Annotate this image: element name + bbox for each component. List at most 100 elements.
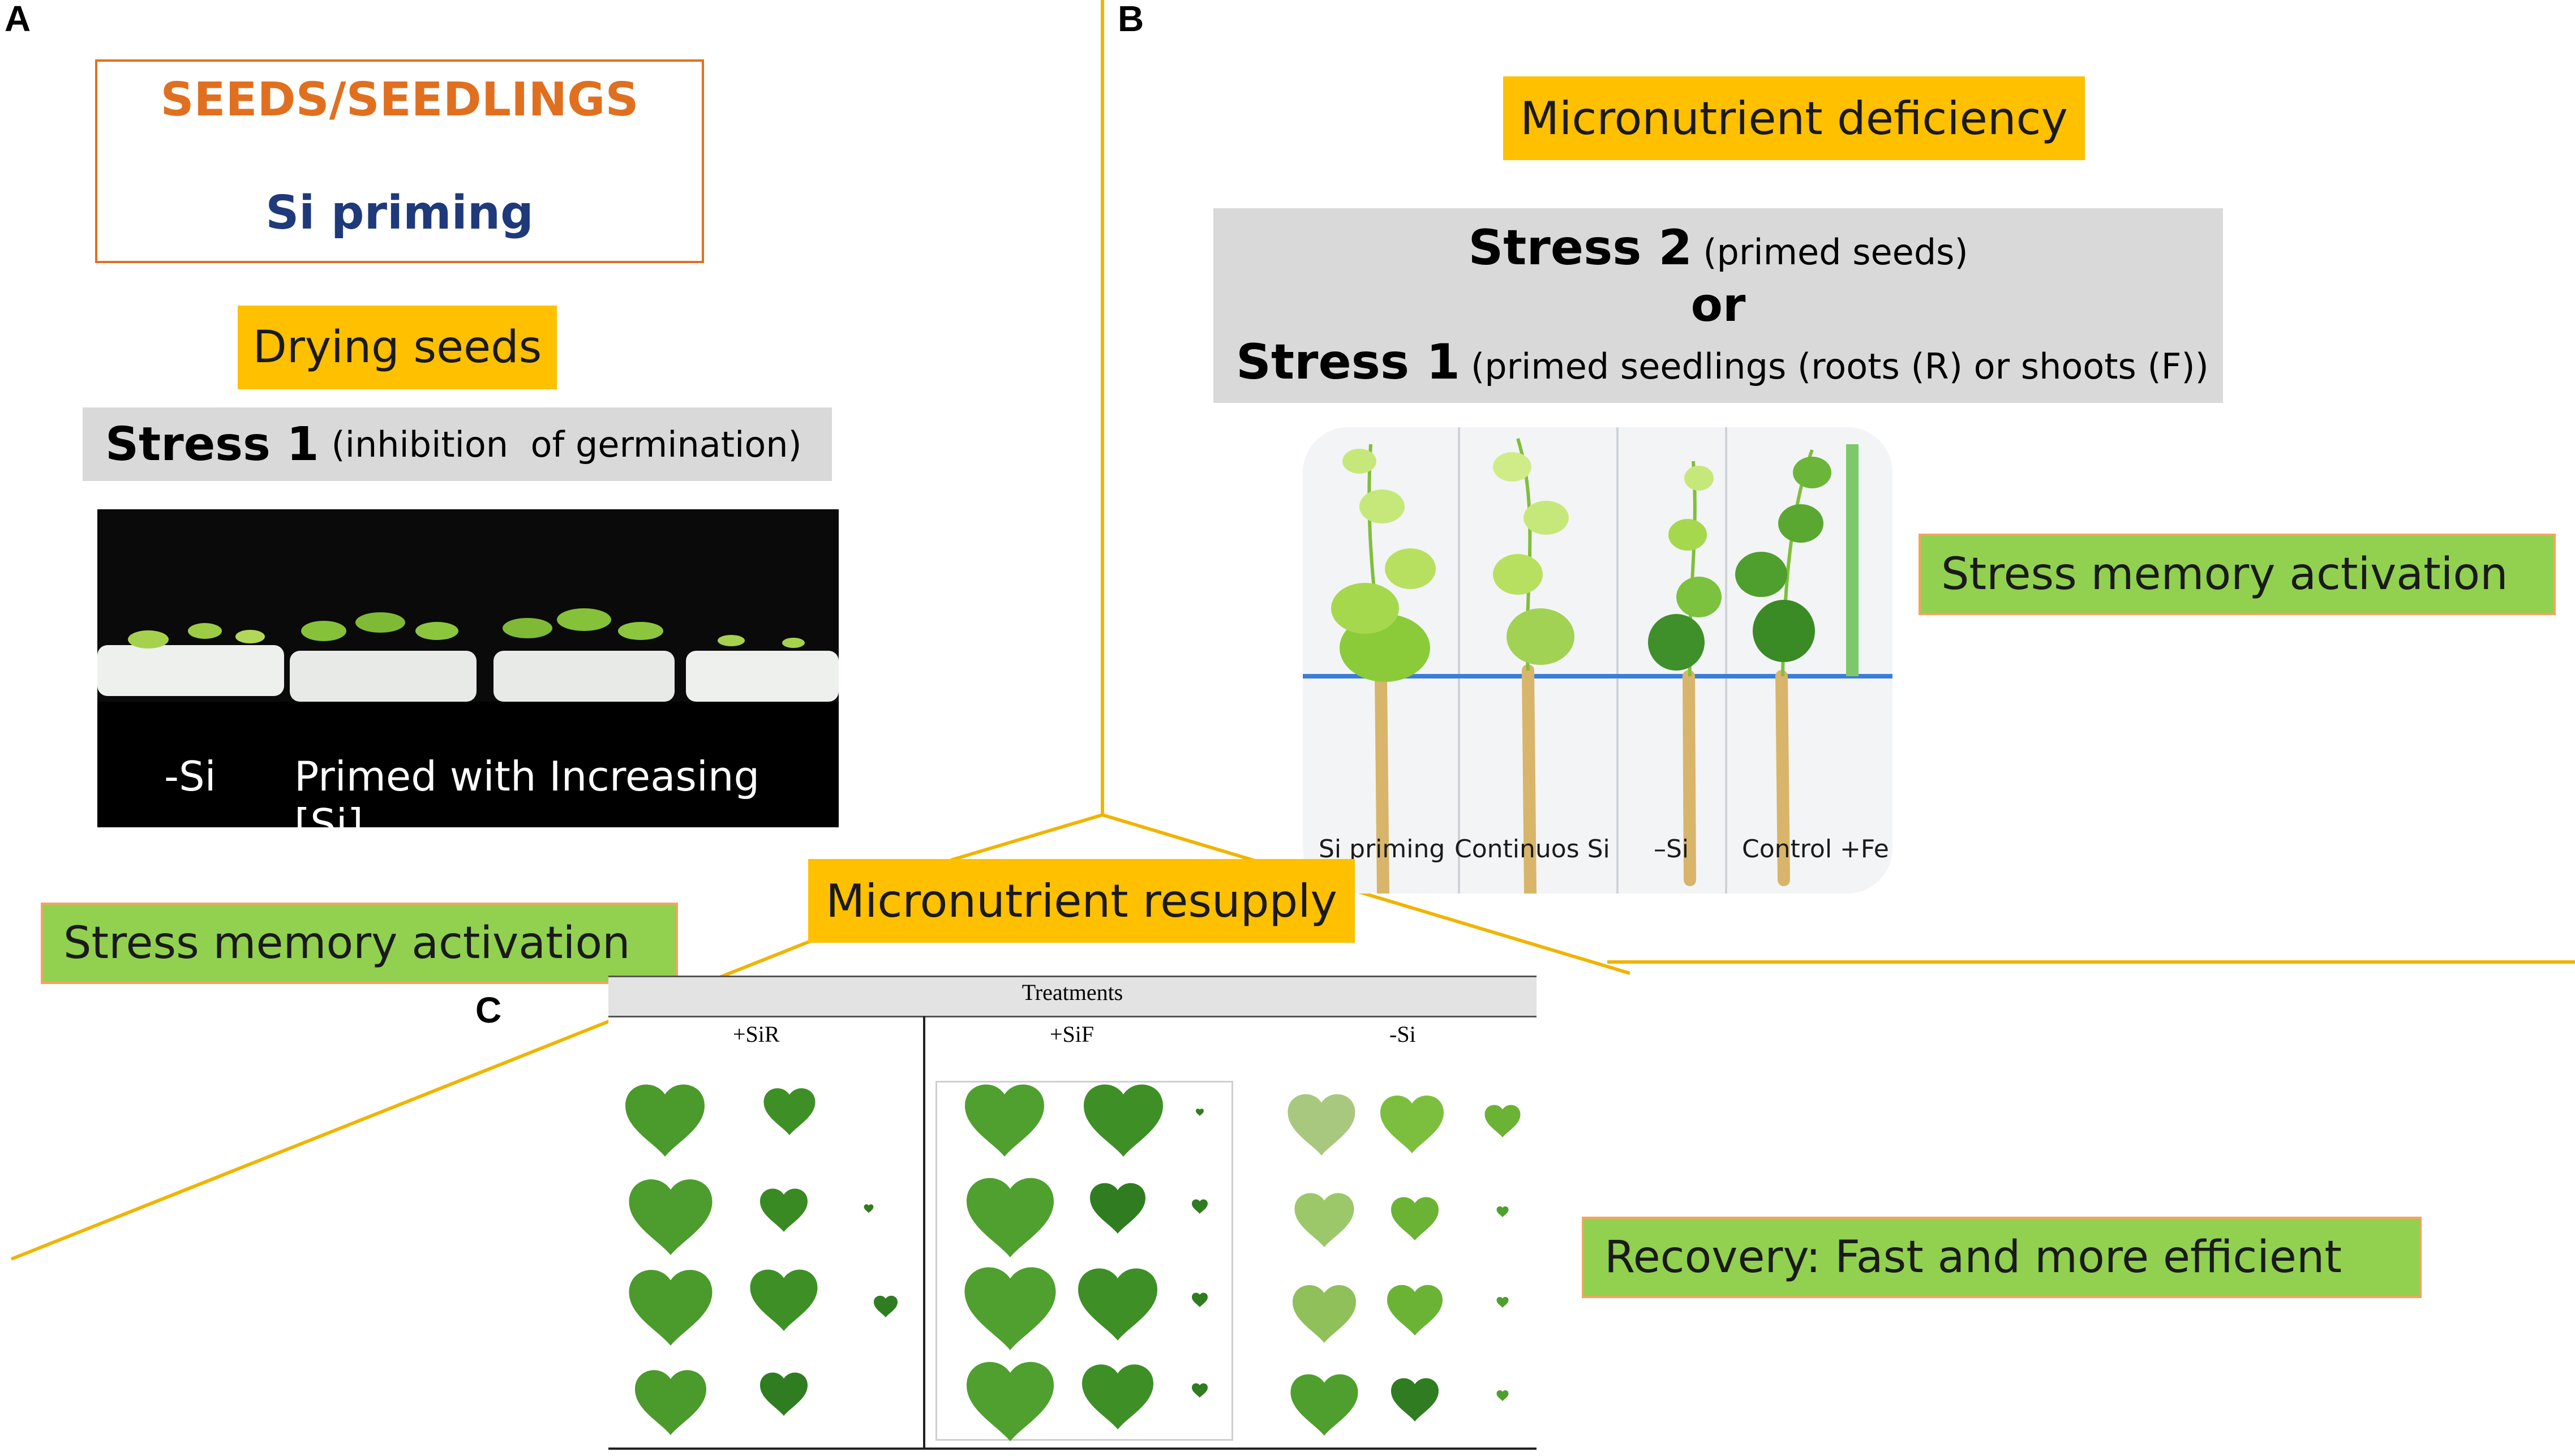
column-header-sif: +SiF — [1050, 1021, 1095, 1047]
seedlings-photo: -Si Primed with Increasing [Si] — [97, 509, 839, 827]
leaf — [635, 1370, 706, 1435]
leaves-grid — [625, 1084, 1521, 1441]
panel-letter-b: B — [1118, 0, 1144, 39]
stress-2-line: Stress 2 (primed seeds) — [1213, 220, 2223, 276]
leaf — [1387, 1285, 1443, 1335]
leaf — [760, 1372, 808, 1416]
root-3 — [1683, 670, 1696, 886]
plants-photo: Si priming Continuos Si –Si Control +Fe — [1303, 427, 1892, 894]
drying-seeds-label: Drying seeds — [252, 322, 542, 373]
plant-leaf — [1753, 600, 1815, 662]
leaf — [1090, 1183, 1145, 1234]
root-1 — [1375, 670, 1389, 894]
plant-leaf — [1684, 466, 1714, 491]
plant-leaf — [1493, 452, 1531, 482]
plant-leaf — [1676, 577, 1722, 617]
micronutrient-resupply-box: Micronutrient resupply — [808, 859, 1355, 943]
micronutrient-deficiency-box: Micronutrient deficiency — [1503, 76, 2085, 160]
or-label: or — [1690, 278, 1746, 332]
leaf — [763, 1088, 816, 1135]
stress-1-bold: Stress 1 — [105, 417, 319, 471]
plant-leaves — [1331, 449, 1831, 682]
column-divider — [923, 1016, 925, 1450]
leaf — [760, 1188, 808, 1232]
leaf — [1496, 1390, 1509, 1401]
recovery-box: Recovery: Fast and more efficient — [1582, 1217, 2422, 1298]
photo-caption-band — [97, 702, 839, 827]
panel-letter-a: A — [5, 0, 31, 39]
column-header-minus-si: -Si — [1389, 1021, 1416, 1047]
leaves-sif — [964, 1084, 1208, 1441]
stress-box-b: Stress 2 (primed seeds) or Stress 1 (pri… — [1213, 208, 2223, 403]
leaf — [1391, 1378, 1439, 1421]
leaf — [1082, 1364, 1153, 1429]
plant-label-si-priming: Si priming — [1319, 835, 1445, 864]
recovery-label: Recovery: Fast and more efficient — [1604, 1232, 2342, 1283]
leaf — [1192, 1199, 1208, 1214]
leaf — [874, 1295, 898, 1317]
line-to-resupply — [950, 813, 1103, 862]
plants-illustration — [1303, 427, 1892, 894]
leaf — [1192, 1292, 1208, 1307]
plant-leaf — [1523, 501, 1569, 535]
stress-memory-box-right: Stress memory activation — [1919, 534, 2556, 615]
leaf — [965, 1084, 1044, 1157]
micronutrient-resupply-label: Micronutrient resupply — [826, 874, 1337, 927]
seedling-leaf — [557, 608, 611, 631]
stress-memory-label-left: Stress memory activation — [63, 918, 630, 969]
seedling-leaf — [503, 618, 552, 638]
seedling-leaf — [782, 638, 805, 648]
stress-1-rest-b: (primed seedlings (roots (R) or shoots (… — [1471, 346, 2209, 387]
stress-memory-box-left: Stress memory activation — [41, 903, 678, 984]
treatments-header-band — [608, 976, 1537, 1017]
column-header-sir: +SiR — [733, 1021, 780, 1047]
seedling-leaf — [235, 630, 265, 643]
leaf — [1288, 1094, 1355, 1156]
table-bottom-rule — [608, 1448, 1537, 1450]
leaf — [1084, 1084, 1163, 1157]
seedlings-illustration — [97, 608, 839, 827]
plant-leaf — [1668, 519, 1707, 551]
plant-leaf — [1385, 548, 1436, 589]
plant-leaf — [1493, 554, 1543, 595]
stress-1-box-a: Stress 1 (inhibition of germination) — [83, 407, 832, 481]
plant-leaf — [1507, 608, 1574, 665]
caption-primed: Primed with Increasing [Si] — [294, 753, 760, 827]
plant-leaf — [1778, 504, 1823, 543]
leaf — [1192, 1383, 1208, 1398]
leaf — [964, 1267, 1056, 1350]
seedling-leaf — [618, 622, 663, 640]
seedling-leaf — [355, 612, 405, 633]
leaves-sir — [625, 1084, 898, 1435]
caption-minus-si: -Si — [164, 753, 216, 800]
plant-leaf — [1793, 457, 1831, 488]
stress-2-rest: (primed seeds) — [1703, 231, 1968, 273]
treatments-table: Treatments +SiR +SiF -Si — [608, 976, 1537, 1450]
leaf — [1380, 1096, 1444, 1153]
tray-1 — [97, 645, 284, 696]
micronutrient-deficiency-label: Micronutrient deficiency — [1520, 92, 2068, 145]
seedling-leaf — [301, 621, 346, 641]
tray-4 — [686, 651, 839, 702]
seedling-leaf — [128, 630, 169, 648]
line-to-right — [1102, 813, 1630, 975]
leaf — [864, 1204, 874, 1213]
leaf — [629, 1179, 713, 1255]
plant-leaf — [1342, 449, 1376, 474]
leaves-minus-si — [1288, 1094, 1521, 1436]
treatments-header: Treatments — [1022, 980, 1123, 1005]
leaf — [1496, 1296, 1509, 1308]
stress-1-line-b: Stress 1 (primed seedlings (roots (R) or… — [1236, 334, 2223, 390]
leaf — [629, 1270, 713, 1346]
stress-1-bold-b: Stress 1 — [1236, 334, 1460, 390]
leaf — [1196, 1109, 1204, 1116]
si-priming-label: Si priming — [265, 186, 534, 240]
ruler — [1846, 444, 1859, 676]
tray-2 — [290, 651, 477, 702]
plant-leaf — [1359, 489, 1405, 523]
seeds-title: SEEDS/SEEDLINGS — [160, 73, 639, 127]
leaf — [1294, 1193, 1354, 1247]
roots — [1375, 664, 1790, 894]
stress-memory-label-right: Stress memory activation — [1941, 549, 2508, 600]
plant-leaf — [1648, 614, 1705, 671]
